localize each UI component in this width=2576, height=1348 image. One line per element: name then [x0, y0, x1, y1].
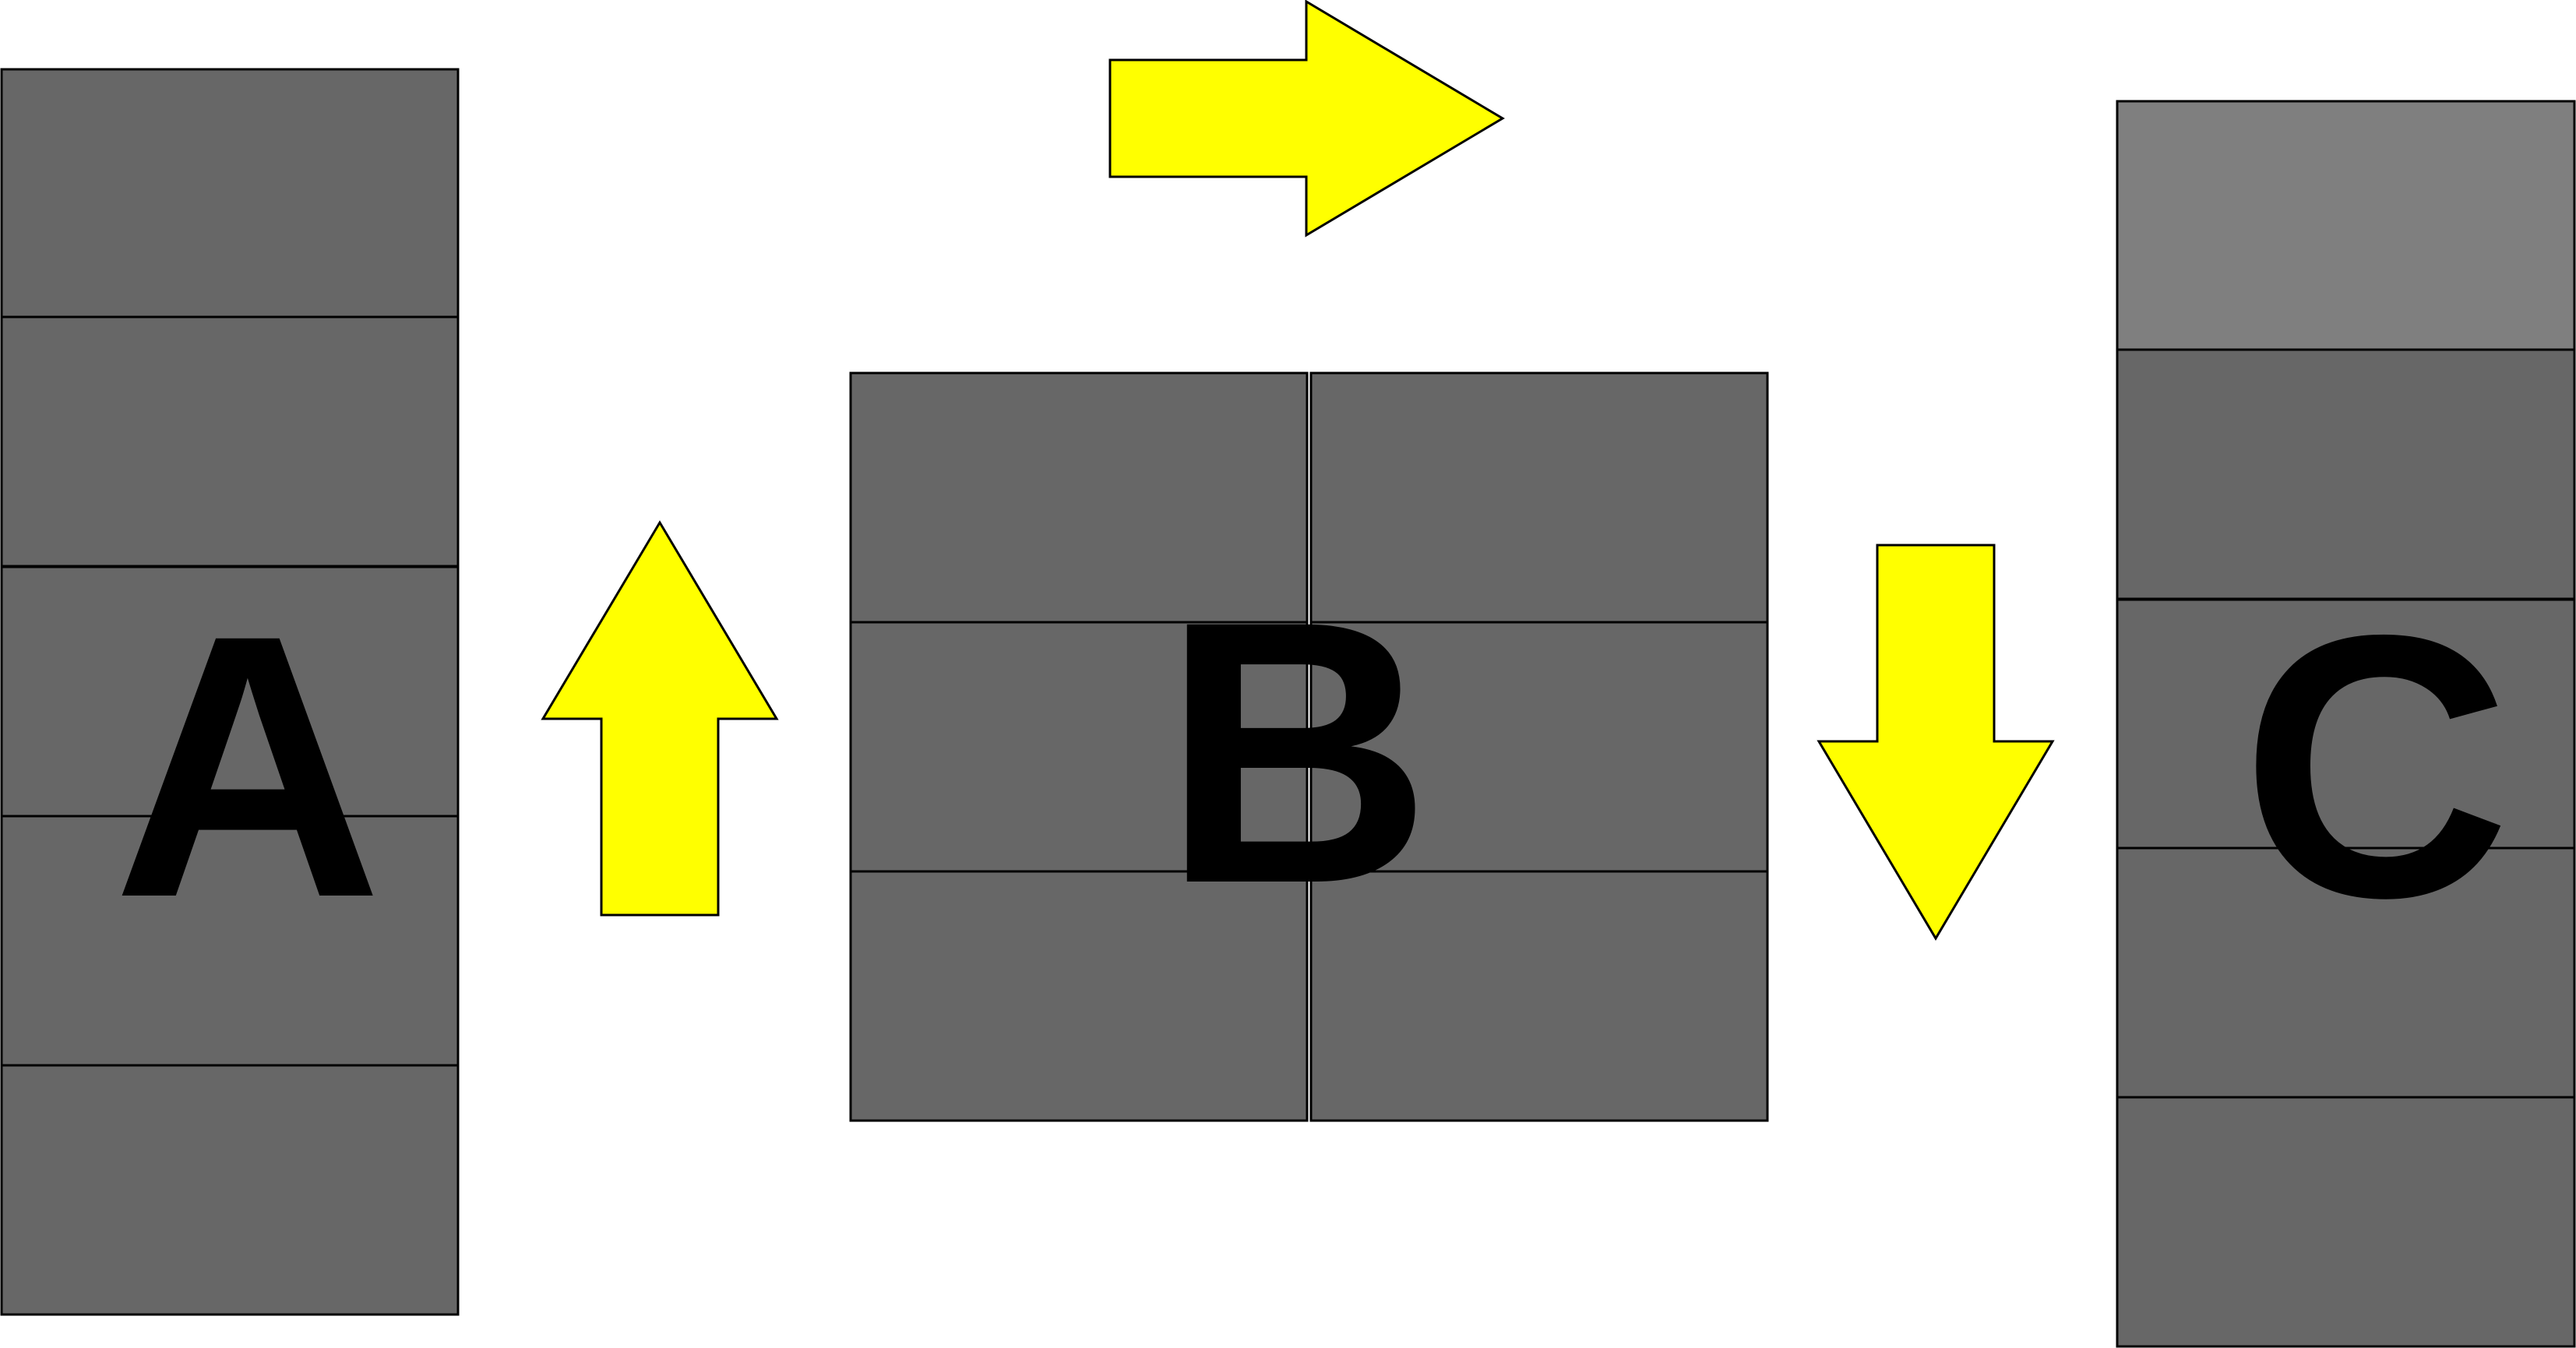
- stack-c-cell-2: [2116, 348, 2576, 600]
- stack-c-cell-3: [2116, 598, 2576, 850]
- grid-b-cell-r2-c1: [849, 621, 1309, 873]
- stack-a-cell-2: [0, 315, 460, 568]
- grid-b-cell-r3-c1: [849, 870, 1309, 1122]
- grid-b-cell-r3-c2: [1309, 870, 1769, 1122]
- stack-a: [0, 68, 460, 1316]
- grid-b-cell-r1-c1: [849, 371, 1309, 624]
- stack-a-cell-4: [0, 815, 460, 1067]
- grid-b: [849, 371, 1769, 1122]
- up-arrow: [541, 520, 779, 917]
- stack-a-cell-3: [0, 565, 460, 818]
- label-c: C: [2241, 557, 2511, 975]
- stack-a-cell-1: [0, 68, 460, 319]
- right-arrow: [1108, 0, 1505, 238]
- stack-a-cell-5: [0, 1064, 460, 1316]
- stack-c-cell-1: [2116, 100, 2576, 351]
- label-a: A: [113, 557, 383, 975]
- stack-c-cell-4: [2116, 846, 2576, 1099]
- label-b: B: [1162, 543, 1432, 961]
- down-arrow: [1817, 544, 2055, 941]
- stack-c: [2116, 100, 2576, 1348]
- stack-c-cell-5: [2116, 1096, 2576, 1348]
